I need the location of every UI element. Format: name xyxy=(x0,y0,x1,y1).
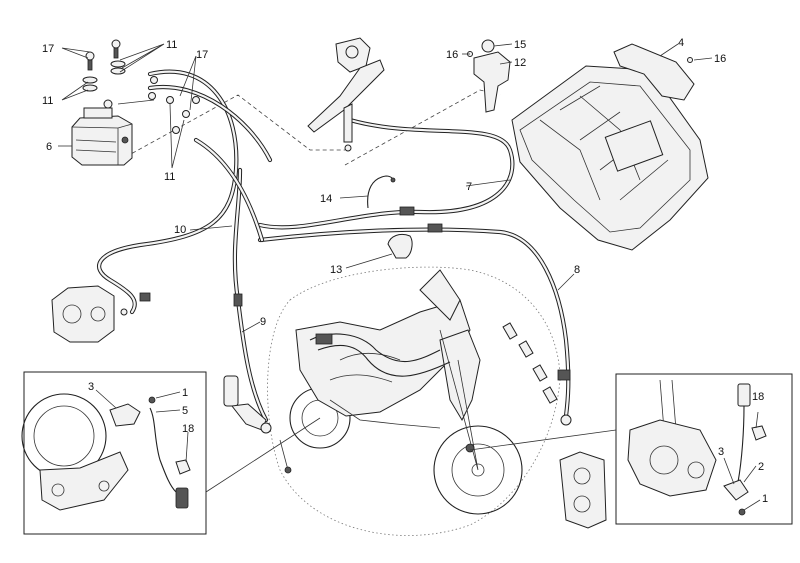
battery-tray xyxy=(511,43,709,251)
label-4: 4 xyxy=(678,37,684,49)
label-16a: 16 xyxy=(446,49,458,61)
label-6: 6 xyxy=(46,141,52,153)
label-13: 13 xyxy=(330,264,342,276)
abs-unit xyxy=(71,107,133,166)
label-18a: 18 xyxy=(182,423,194,435)
rear-master-cylinder xyxy=(223,375,292,474)
label-11c: 11 xyxy=(164,171,175,183)
label-1a: 1 xyxy=(182,387,188,399)
part-labels: 17 11 17 11 6 11 10 14 7 13 8 9 16 15 12… xyxy=(42,37,768,505)
front-sensor-inset xyxy=(615,373,793,525)
rear-sensor-inset xyxy=(21,371,207,535)
leader-lines xyxy=(58,43,761,511)
front-caliper xyxy=(559,451,607,529)
label-17b: 17 xyxy=(196,49,208,61)
label-14: 14 xyxy=(320,193,332,205)
sensor-bracket-top xyxy=(467,39,511,113)
label-11b: 11 xyxy=(42,95,53,107)
label-5: 5 xyxy=(182,405,188,417)
fork-fittings xyxy=(502,322,558,404)
inset-connectors xyxy=(205,417,617,493)
label-12: 12 xyxy=(514,57,526,69)
front-brake-lever xyxy=(307,37,385,152)
label-11a: 11 xyxy=(166,39,177,51)
label-7: 7 xyxy=(466,181,472,193)
hose-clip-14 xyxy=(367,175,396,209)
label-9: 9 xyxy=(260,316,266,328)
abs-fittings xyxy=(82,39,200,134)
label-18b: 18 xyxy=(752,391,764,403)
label-1b: 1 xyxy=(762,493,768,505)
label-17a: 17 xyxy=(42,43,54,55)
clamp-13 xyxy=(387,233,413,259)
label-3a: 3 xyxy=(88,381,94,393)
label-2: 2 xyxy=(758,461,764,473)
motorcycle xyxy=(289,269,523,515)
label-16b: 16 xyxy=(714,53,726,65)
label-15: 15 xyxy=(514,39,526,51)
label-10: 10 xyxy=(174,224,186,236)
label-8: 8 xyxy=(574,264,580,276)
brake-hoses xyxy=(97,69,572,426)
rear-caliper xyxy=(51,285,128,343)
label-3b: 3 xyxy=(718,446,724,458)
